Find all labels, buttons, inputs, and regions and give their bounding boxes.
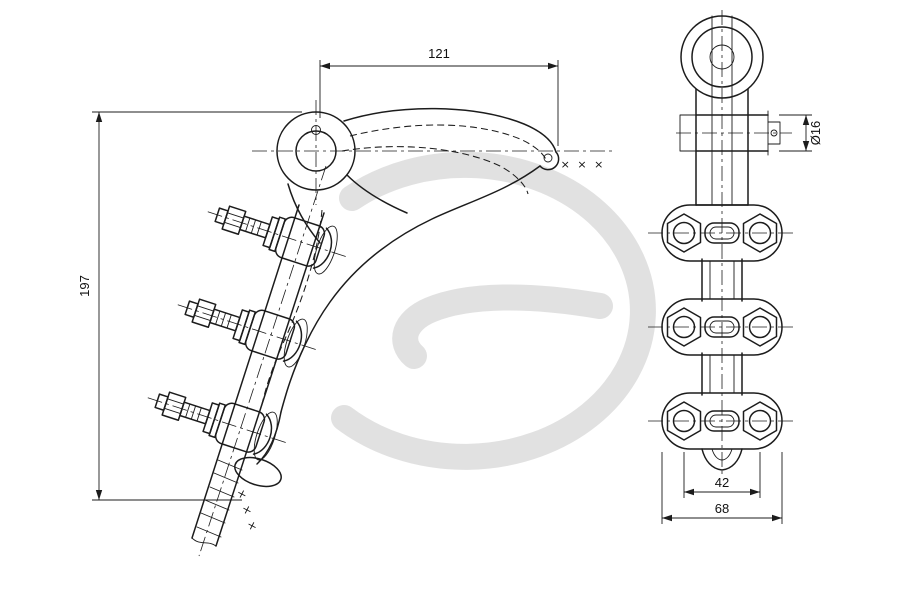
hook-eye <box>543 153 553 163</box>
sheave-outer <box>680 15 764 99</box>
cable-edge-right <box>215 212 325 547</box>
arm-bottom-edge <box>280 165 541 413</box>
pin-stub <box>767 121 781 145</box>
watermark-ring <box>331 151 656 470</box>
pin-body <box>695 114 769 152</box>
hidden-edge-1 <box>349 124 548 163</box>
dim-pin-text: Ø16 <box>808 121 823 146</box>
cable-strand-ticks <box>196 459 243 538</box>
watermark-bar <box>392 284 613 369</box>
cable-edge-left <box>191 204 300 539</box>
cable-break-line <box>191 537 217 547</box>
arm-top-edge <box>343 107 557 153</box>
pin-left-stub <box>679 114 697 152</box>
bottom-dome <box>701 448 743 471</box>
dim-197: 197 <box>77 111 302 501</box>
cable-weld-marks: × × × <box>234 488 260 534</box>
dim-68-text: 68 <box>715 501 729 516</box>
u-bolt-clamp-3 <box>139 373 296 468</box>
clevis-cheeks <box>695 88 749 206</box>
link-bars-2-inner <box>709 354 735 394</box>
dim-68-extensions <box>661 452 783 524</box>
hidden-edge-3 <box>260 209 323 410</box>
dim-121-text: 121 <box>428 46 450 61</box>
eye-bore <box>295 130 337 172</box>
keyway-hole <box>311 125 321 135</box>
watermark-logo <box>331 151 656 470</box>
sheave-hub <box>709 44 735 70</box>
dim-121-extensions <box>319 60 559 146</box>
link-bars-1-inner <box>709 260 735 300</box>
u-bolt-clamp-2 <box>169 280 326 375</box>
dim-197-extensions <box>92 111 302 501</box>
front-view: Ø16 42 68 <box>648 10 823 524</box>
dim-42: 42 <box>683 452 761 498</box>
dim-68: 68 <box>661 452 783 524</box>
boss-fillet <box>346 174 408 214</box>
eye-boss-outer <box>276 111 356 191</box>
dim-42-text: 42 <box>715 475 729 490</box>
tip-weld-marks: × × × <box>561 158 606 171</box>
link-bars-1 <box>701 258 743 302</box>
link-bars-2 <box>701 352 743 396</box>
dim-197-text: 197 <box>77 275 92 297</box>
dim-pin-diameter: Ø16 <box>779 114 823 152</box>
hidden-edge-2 <box>341 146 529 195</box>
u-bolt-clamp-1 <box>199 187 356 282</box>
dim-121: 121 <box>319 46 559 146</box>
clevis-slot-walls <box>711 15 733 206</box>
sheave-groove <box>691 26 753 88</box>
cotter-hole <box>770 129 778 137</box>
bottom-dome-inner <box>711 448 733 461</box>
tail-boss <box>234 456 282 488</box>
hook-tip-arc <box>539 151 560 171</box>
body-tail-edge <box>256 411 282 465</box>
